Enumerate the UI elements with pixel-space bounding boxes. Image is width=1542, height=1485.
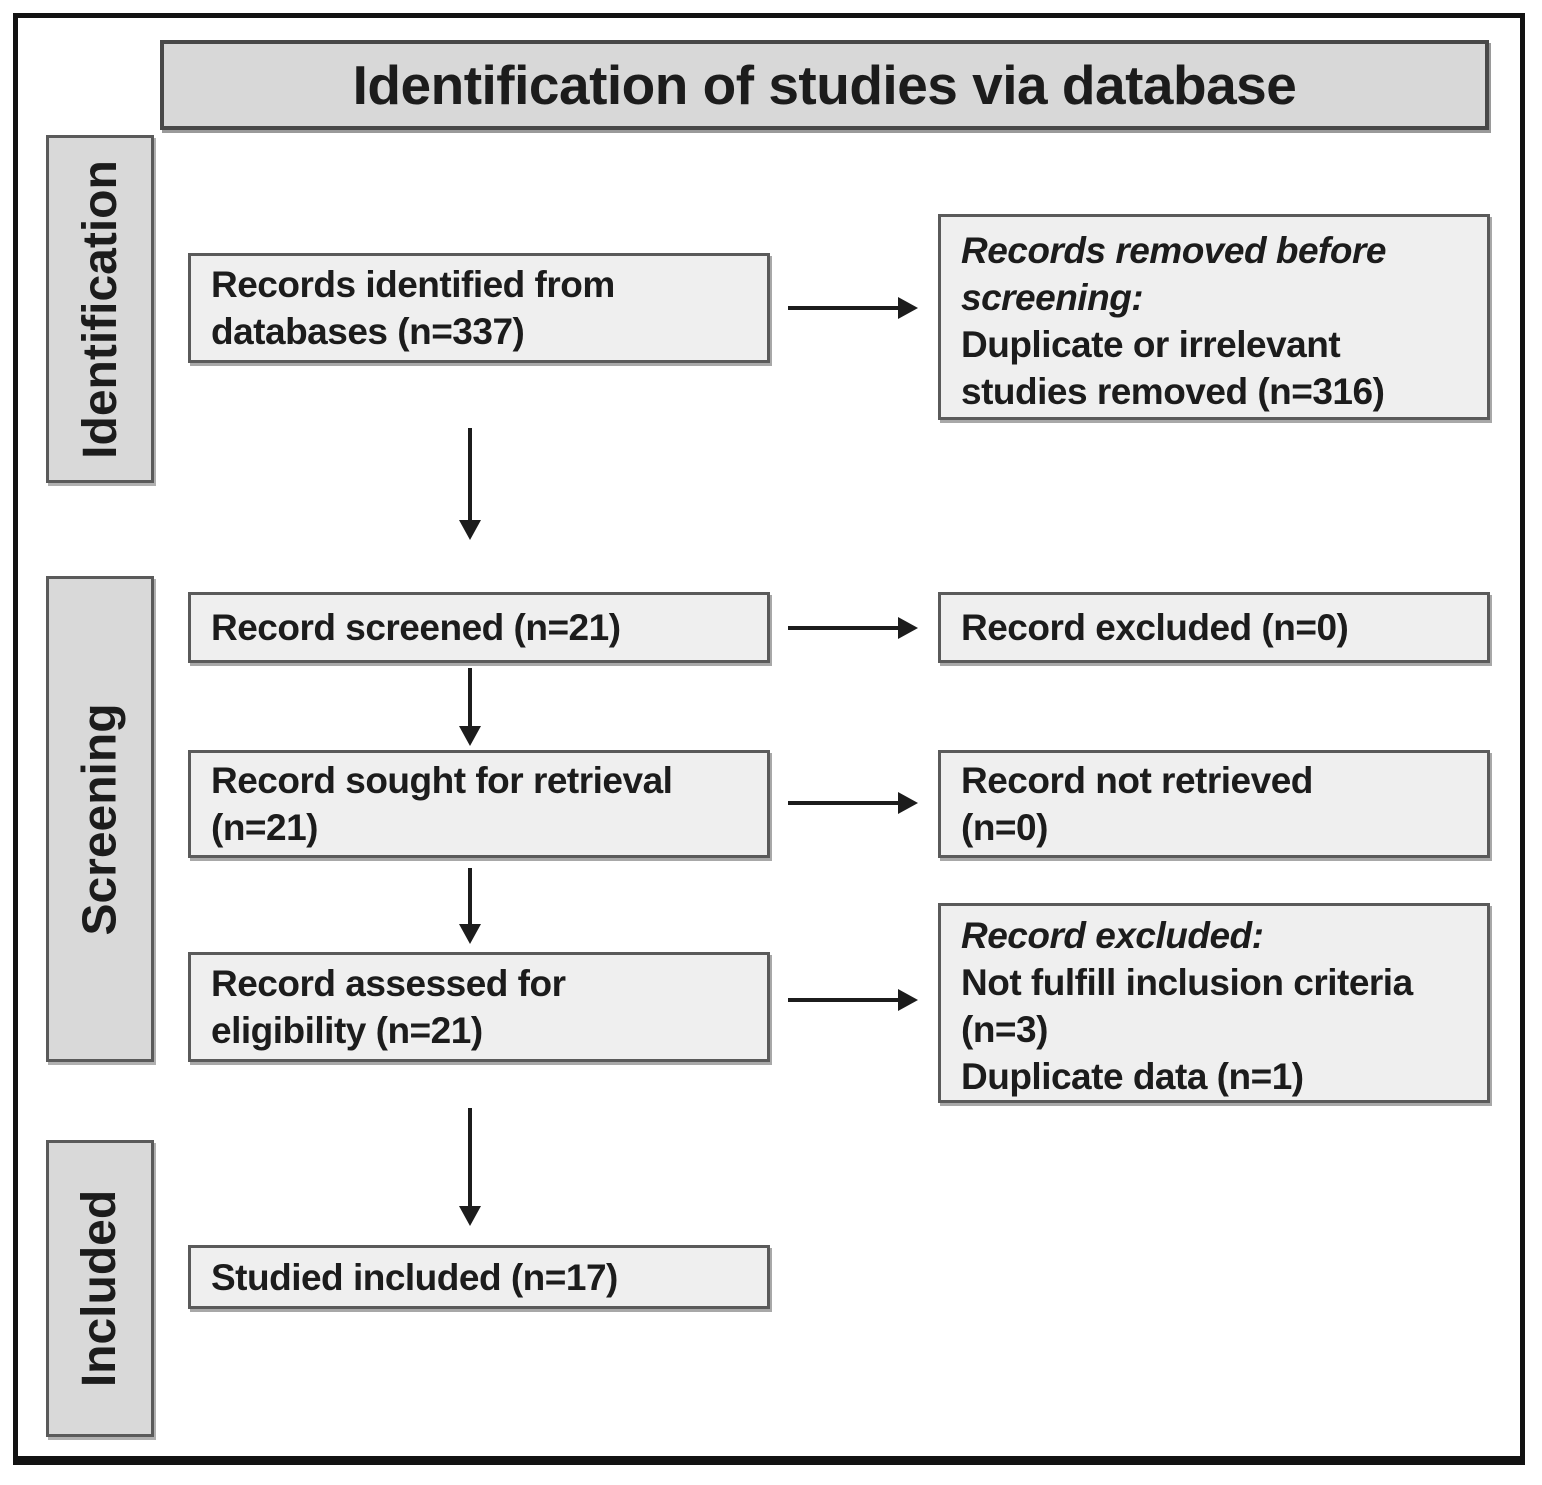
box-line: Duplicate or irrelevant (961, 324, 1341, 365)
box-record-excluded-detail: Record excluded: Not fulfill inclusion c… (938, 903, 1490, 1103)
arrow-right-head-icon (898, 297, 918, 319)
arrow-down-icon (468, 868, 472, 926)
arrow-down-head-icon (459, 726, 481, 746)
diagram-title: Identification of studies via database (352, 54, 1297, 116)
arrow-right-icon (788, 998, 900, 1002)
arrow-down-icon (468, 668, 472, 728)
box-record-not-retrieved: Record not retrieved (n=0) (938, 750, 1490, 858)
box-line: Record not retrieved (961, 760, 1313, 801)
arrow-right-head-icon (898, 989, 918, 1011)
arrow-down-icon (468, 1108, 472, 1208)
arrow-down-head-icon (459, 924, 481, 944)
box-line: (n=21) (211, 807, 319, 848)
box-line: screening: (961, 277, 1144, 318)
box-records-identified: Records identified from databases (n=337… (188, 253, 770, 363)
box-line: Studied included (n=17) (211, 1256, 618, 1298)
box-line: Record screened (n=21) (211, 607, 621, 648)
stage-label-identification: Identification (73, 159, 127, 459)
box-studies-included: Studied included (n=17) (188, 1245, 770, 1309)
stage-label-screening: Screening (73, 702, 127, 936)
box-line: (n=3) (961, 1009, 1048, 1050)
stage-band-included: Included (46, 1140, 154, 1437)
arrow-right-icon (788, 626, 900, 630)
arrow-right-icon (788, 801, 900, 805)
box-record-sought: Record sought for retrieval (n=21) (188, 750, 770, 858)
box-line: Record excluded: (961, 915, 1264, 956)
box-line: studies removed (n=316) (961, 371, 1385, 412)
arrow-right-head-icon (898, 792, 918, 814)
box-record-excluded: Record excluded (n=0) (938, 592, 1490, 663)
arrow-down-icon (468, 428, 472, 522)
stage-label-included: Included (73, 1189, 127, 1388)
arrow-right-head-icon (898, 617, 918, 639)
box-line: eligibility (n=21) (211, 1010, 483, 1051)
stage-band-screening: Screening (46, 576, 154, 1062)
box-record-assessed: Record assessed for eligibility (n=21) (188, 952, 770, 1062)
box-line: Duplicate data (n=1) (961, 1056, 1304, 1097)
arrow-down-head-icon (459, 1206, 481, 1226)
diagram-title-bar: Identification of studies via database (160, 40, 1489, 130)
box-line: databases (n=337) (211, 311, 525, 352)
box-line: Record assessed for (211, 963, 566, 1004)
box-line: Record excluded (n=0) (961, 607, 1349, 648)
arrow-down-head-icon (459, 520, 481, 540)
stage-band-identification: Identification (46, 135, 154, 483)
box-record-screened: Record screened (n=21) (188, 592, 770, 663)
box-line: Records removed before (961, 230, 1386, 271)
box-line: Record sought for retrieval (211, 760, 673, 801)
box-line: Records identified from (211, 264, 615, 305)
arrow-right-icon (788, 306, 900, 310)
box-line: Not fulfill inclusion criteria (961, 962, 1413, 1003)
box-records-removed: Records removed before screening: Duplic… (938, 214, 1490, 420)
box-line: (n=0) (961, 807, 1048, 848)
